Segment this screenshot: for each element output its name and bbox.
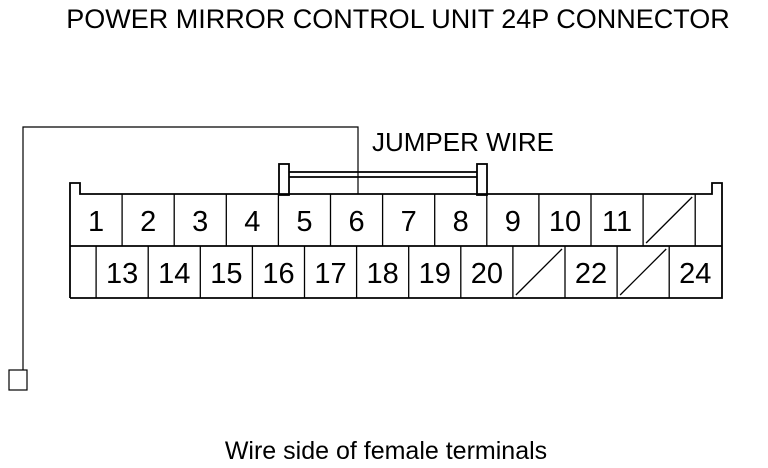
jumper-wire-label: JUMPER WIRE [372, 127, 554, 157]
terminal-14: 14 [158, 258, 190, 290]
terminal-4: 4 [244, 206, 260, 238]
terminal-15: 15 [210, 258, 242, 290]
blank-cavity-slash [515, 248, 563, 296]
terminal-2: 2 [140, 206, 156, 238]
terminal-3: 3 [192, 206, 208, 238]
terminal-5: 5 [296, 206, 312, 238]
connector-housing [69, 182, 723, 299]
probe-icon [8, 369, 28, 391]
terminal-8: 8 [453, 206, 469, 238]
terminal-10: 10 [549, 206, 581, 238]
terminal-16: 16 [262, 258, 294, 290]
terminal-17: 17 [314, 258, 346, 290]
terminal-24: 24 [679, 258, 711, 290]
terminal-1: 1 [88, 206, 104, 238]
probe-wire [22, 126, 359, 370]
connector-top-row: 1 2 3 4 5 6 7 8 9 10 11 [88, 194, 696, 246]
blank-cavity-slash [645, 196, 693, 244]
terminal-18: 18 [367, 258, 399, 290]
terminal-20: 20 [471, 258, 503, 290]
terminal-6: 6 [348, 206, 364, 238]
terminal-11: 11 [602, 206, 632, 238]
terminal-9: 9 [505, 206, 521, 238]
terminal-19: 19 [419, 258, 451, 290]
jumper-wire [278, 163, 488, 196]
diagram-caption: Wire side of female terminals [225, 437, 547, 465]
page-title: POWER MIRROR CONTROL UNIT 24P CONNECTOR [66, 4, 730, 34]
blank-cavity-slash [619, 248, 667, 296]
terminal-7: 7 [401, 206, 417, 238]
connector-bottom-row: 13 14 15 16 17 18 19 20 22 24 [95, 246, 711, 298]
terminal-22: 22 [575, 258, 607, 290]
terminal-13: 13 [106, 258, 138, 290]
